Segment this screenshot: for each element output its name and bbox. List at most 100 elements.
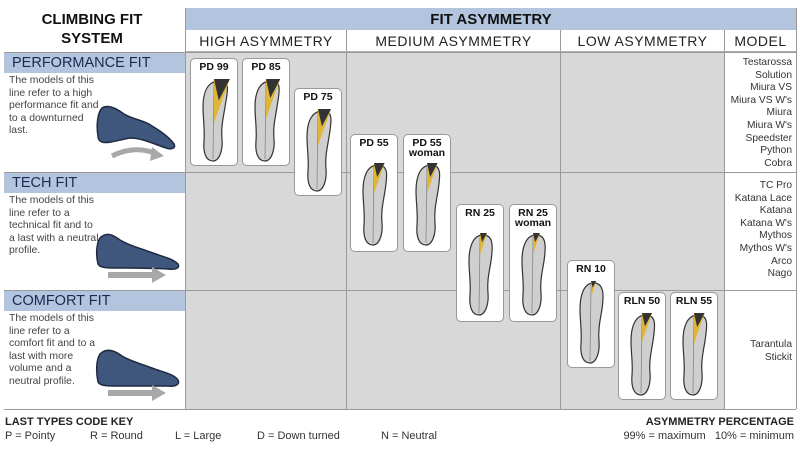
tech-band (186, 172, 724, 290)
sole-outline (521, 234, 546, 316)
sole-outline (306, 110, 332, 192)
asymmetry-wedge-shadow (533, 233, 540, 243)
model-name: Miura VS W's (730, 94, 792, 106)
model-name: Mythos (759, 230, 792, 242)
models-comfort: Tarantula Stickit (726, 339, 792, 364)
sole-icon (682, 313, 708, 396)
asymmetry-wedge-shadow (642, 313, 652, 327)
model-name: Stickit (764, 351, 792, 363)
sole-axis (425, 166, 428, 244)
code-key-large: L = Large (175, 430, 222, 442)
model-name: Solution (755, 69, 792, 81)
sole-icon (579, 281, 604, 364)
asymmetry-percentage-range: 99% = maximum 10% = minimum (623, 430, 794, 442)
model-name: Python (760, 145, 792, 157)
models-tech: TC Pro Katana Lace Katana Katana W's Myt… (726, 180, 792, 281)
last-code: PD 99 (199, 61, 229, 73)
asymmetry-wedge-shadow (266, 79, 281, 99)
sole-outline (579, 282, 604, 364)
comfort-shoe-illustration (95, 349, 180, 401)
last-code: PD 75 (303, 91, 333, 103)
sole-axis (640, 316, 643, 394)
category-desc-performance: The models of this line refer to a high … (9, 75, 99, 137)
model-name: Nago (767, 268, 792, 280)
sole-outline (682, 314, 708, 396)
code-key-title: LAST TYPES CODE KEY (5, 416, 134, 428)
model-name: Miura W's (747, 119, 792, 131)
sole-axis (589, 284, 592, 362)
sole-axis (212, 82, 215, 160)
grid-line (4, 52, 796, 53)
sole-icon (306, 109, 332, 192)
sole-outline (254, 80, 280, 162)
sole-icon (521, 233, 546, 316)
grid-line (4, 172, 796, 173)
model-name: Mythos W's (739, 242, 792, 254)
last-card-rln55: RLN 55 (670, 292, 718, 400)
last-code: PD 55 (412, 137, 442, 149)
category-title-tech: TECH FIT (4, 173, 185, 193)
sole-axis (531, 236, 534, 314)
asymmetry-wedge-shadow (480, 233, 487, 243)
system-title: CLIMBING FIT SYSTEM (41, 11, 143, 47)
system-title-box: CLIMBING FIT SYSTEM (4, 8, 180, 50)
last-code: RN 10 (576, 263, 606, 275)
last-card-pd75: PD 75 (294, 88, 342, 196)
sole-icon (630, 313, 656, 396)
model-name: Katana Lace (734, 192, 792, 204)
last-code: RN 25 (518, 207, 548, 219)
category-desc-comfort: The models of this line refer to a comfo… (9, 313, 96, 387)
asymmetry-wedge-shadow (427, 163, 438, 178)
models-performance: Testarossa Solution Miura VS Miura VS W'… (726, 57, 792, 170)
grid-line (185, 8, 186, 409)
sole-outline (630, 314, 656, 396)
last-code: RLN 50 (623, 295, 661, 307)
last-card-rn10: RN 10 (567, 260, 615, 368)
sole-outline (468, 234, 493, 316)
grid-line (724, 30, 725, 409)
column-medium-asymmetry: MEDIUM ASYMMETRY (347, 30, 560, 52)
column-low-asymmetry: LOW ASYMMETRY (561, 30, 724, 52)
fit-asymmetry-header: FIT ASYMMETRY (186, 8, 796, 30)
asymmetry-wedge-shadow (694, 313, 705, 328)
last-card-rn25-woman: RN 25 woman (509, 204, 557, 322)
column-high-asymmetry: HIGH ASYMMETRY (186, 30, 346, 52)
code-key-neutral: N = Neutral (381, 430, 437, 442)
model-name: Arco (771, 255, 792, 267)
model-name: Speedster (745, 132, 792, 144)
model-name: TC Pro (759, 180, 792, 191)
model-name: Katana W's (740, 217, 792, 229)
column-model: MODEL (725, 30, 796, 52)
category-title-performance: PERFORMANCE FIT (4, 53, 185, 73)
code-key-pointy: P = Pointy (5, 430, 56, 442)
sole-axis (372, 166, 375, 244)
sole-icon (362, 163, 388, 246)
code-key-round: R = Round (90, 430, 143, 442)
grid-line (4, 409, 796, 410)
sole-icon (468, 233, 493, 316)
model-name: Miura VS (750, 82, 792, 94)
sole-axis (692, 316, 695, 394)
asymmetry-wedge-shadow (318, 109, 331, 127)
last-sub-label: woman (408, 147, 446, 159)
code-key-downturned: D = Down turned (257, 430, 340, 442)
asymmetry-wedge-shadow (374, 163, 385, 178)
neutral-shoe-illustration (95, 233, 180, 283)
last-sub-label: woman (514, 217, 552, 229)
sole-icon (202, 79, 230, 162)
last-card-pd55: PD 55 (350, 134, 398, 252)
model-name: Cobra (764, 157, 792, 169)
sole-icon (254, 79, 281, 162)
sole-axis (264, 82, 267, 160)
sole-icon (415, 163, 441, 246)
last-code: RN 25 (465, 207, 495, 219)
last-card-pd99: PD 99 (190, 58, 238, 166)
last-card-pd55-woman: PD 55 woman (403, 134, 451, 252)
last-code: RLN 55 (675, 295, 713, 307)
last-code: PD 85 (251, 61, 281, 73)
sole-axis (316, 112, 319, 190)
category-title-comfort: COMFORT FIT (4, 291, 185, 311)
model-name: Katana (759, 205, 792, 217)
downturned-shoe-illustration (96, 105, 176, 161)
grid-line (4, 290, 796, 291)
